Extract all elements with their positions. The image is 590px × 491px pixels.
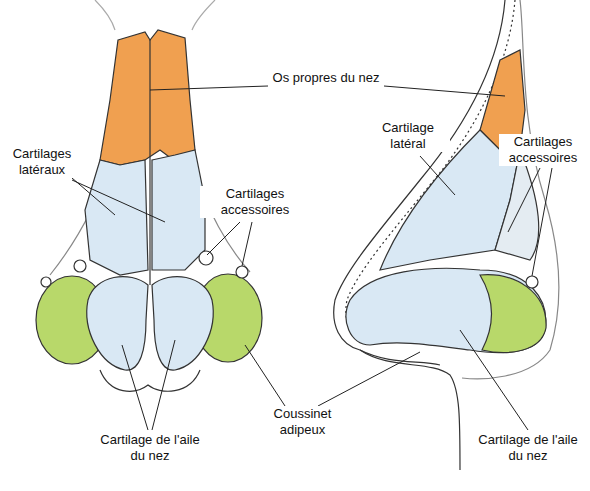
part-label: Cartilages latéraux [2,146,82,178]
part-label: Cartilage latéral [366,120,450,152]
part-label: Cartilages accessoires [499,134,587,166]
leader-lines [72,86,552,430]
part-label: Os propres du nez [270,70,382,86]
part-label: Cartilage de l'aile du nez [92,432,208,464]
part-label: Cartilage de l'aile du nez [470,432,586,464]
part-label: Coussinet adipeux [255,406,350,438]
part-label: Cartilages accessoires [200,186,310,218]
